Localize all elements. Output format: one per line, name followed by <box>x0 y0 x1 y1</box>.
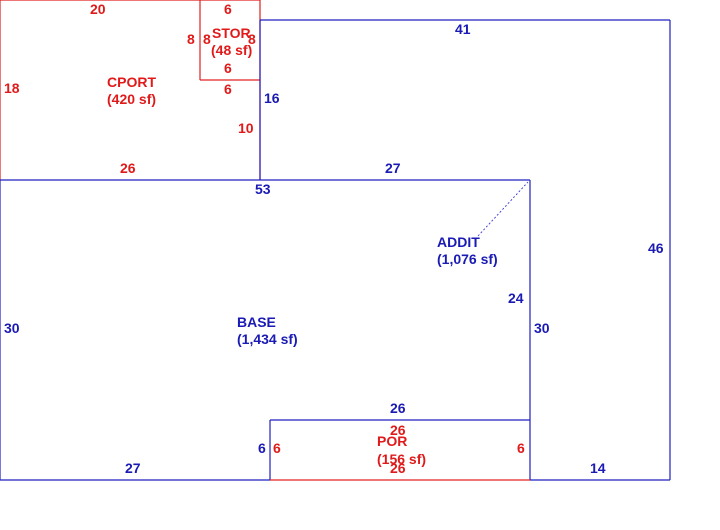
dim-cport-right-upper: 6 <box>224 81 232 97</box>
dim-stor-left-outer: 8 <box>187 31 195 47</box>
dim-stor-left-inner: 8 <box>203 31 211 47</box>
base-area: (1,434 sf) <box>237 331 298 347</box>
dim-addit-right: 46 <box>648 240 664 256</box>
base-outline <box>0 179 531 481</box>
addit-outline <box>259 19 671 481</box>
dim-addit-inner-right: 24 <box>508 290 524 306</box>
dim-por-top: 26 <box>390 422 406 438</box>
dim-base-top: 53 <box>255 181 271 197</box>
addit-leader-line <box>477 181 529 237</box>
base-name: BASE <box>237 314 276 330</box>
dim-addit-top: 41 <box>455 21 471 37</box>
cport-area: (420 sf) <box>107 91 156 107</box>
dim-cport-left: 18 <box>4 80 20 96</box>
dim-base-bottom: 27 <box>125 460 141 476</box>
dim-base-por-left: 6 <box>258 440 266 456</box>
stor-area: (48 sf) <box>211 42 252 58</box>
addit-name: ADDIT <box>437 234 480 250</box>
dim-por-bottom: 26 <box>390 460 406 476</box>
dim-stor-right: 8 <box>248 31 256 47</box>
dim-cport-right-lower: 10 <box>238 120 254 136</box>
addit-area: (1,076 sf) <box>437 251 498 267</box>
dim-addit-bottom: 14 <box>590 460 606 476</box>
por-area: (156 sf) <box>377 451 426 467</box>
dim-cport-bottom: 26 <box>120 160 136 176</box>
dim-base-right: 30 <box>534 320 550 336</box>
dim-cport-top: 20 <box>90 1 106 17</box>
por-name: POR <box>377 433 407 449</box>
dim-addit-bottom-upper: 27 <box>385 160 401 176</box>
cport-name: CPORT <box>107 74 156 90</box>
dim-stor-top: 6 <box>224 1 232 17</box>
dim-por-left: 6 <box>273 440 281 456</box>
stor-name: STOR <box>212 25 251 41</box>
dim-base-left: 30 <box>4 320 20 336</box>
dim-stor-bottom: 6 <box>224 60 232 76</box>
dim-por-right: 6 <box>517 440 525 456</box>
dim-base-por-top: 26 <box>390 400 406 416</box>
dim-addit-left: 16 <box>264 90 280 106</box>
stor-outline <box>199 0 260 81</box>
